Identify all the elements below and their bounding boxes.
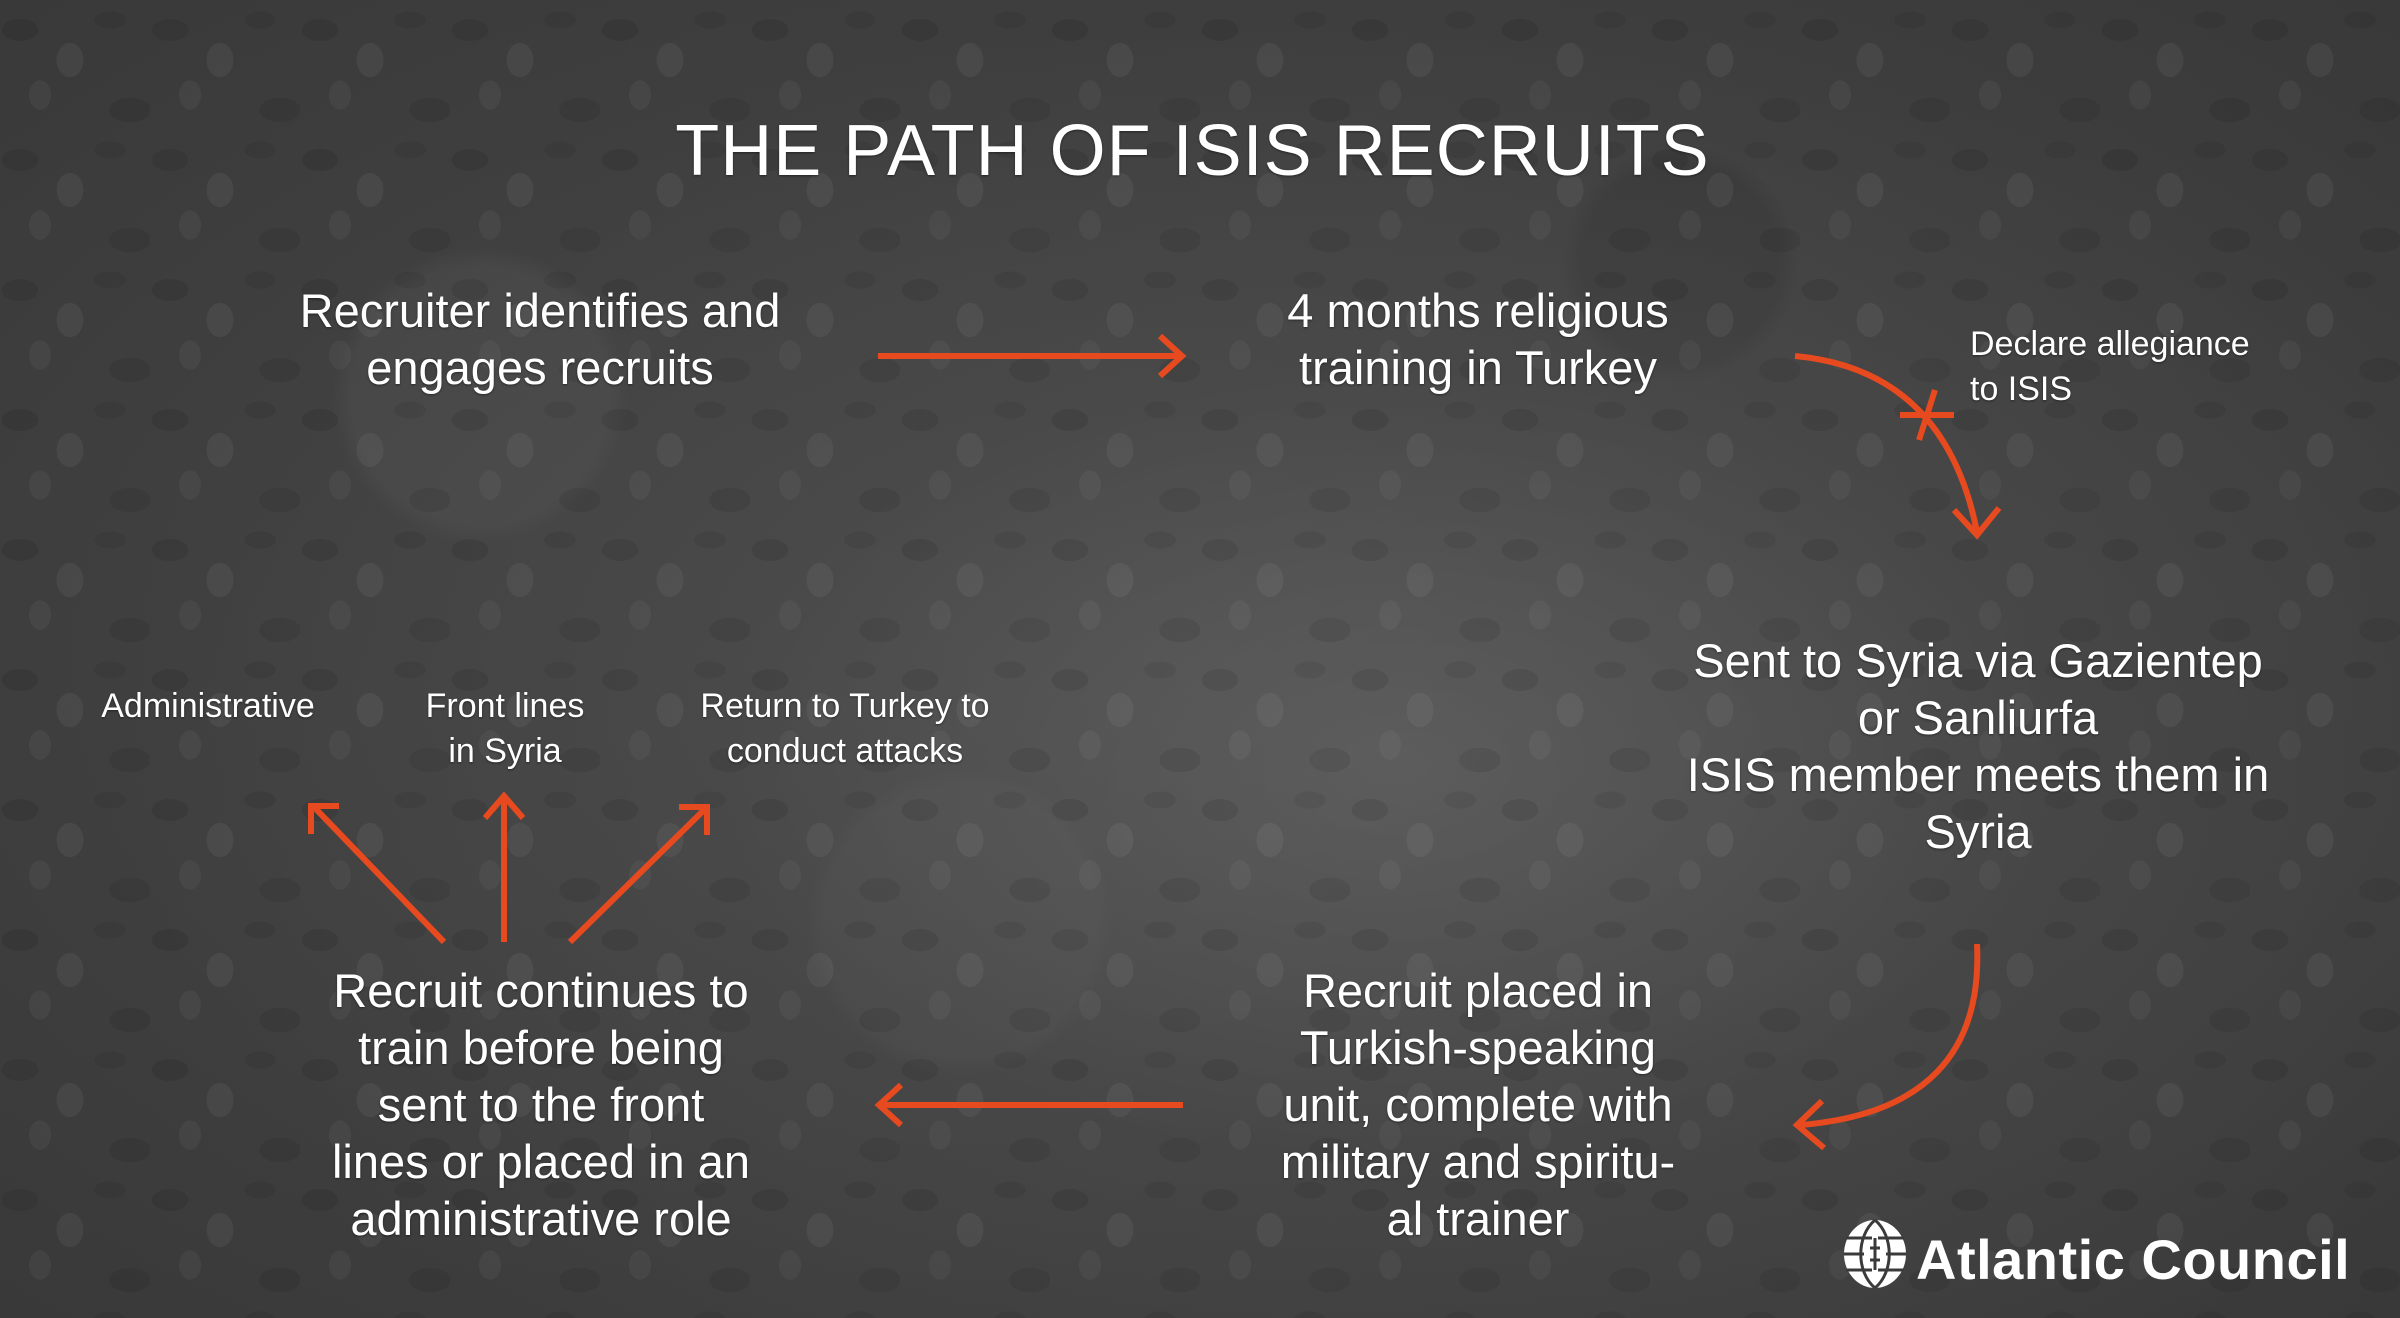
step-text-line: administrative role — [350, 1192, 732, 1245]
step-text-line: Sent to Syria via Gazientep — [1693, 634, 2263, 687]
step-training: 4 months religious training in Turkey — [1098, 282, 1858, 396]
step-text-line: ISIS member meets them in — [1686, 748, 2270, 801]
annotation-text-line: to ISIS — [1970, 370, 2073, 408]
arrow-right-icon — [878, 333, 1187, 379]
step-text-line: lines or placed in an — [331, 1135, 751, 1188]
step-placed-in-unit: Recruit placed in Turkish-speaking unit,… — [1098, 962, 1858, 1247]
step-text-line: unit, complete with — [1283, 1078, 1673, 1131]
globe-icon — [1844, 1218, 1906, 1290]
step-text-line: Recruiter identifies and — [299, 284, 781, 337]
page-title: THE PATH OF ISIS RECRUITS — [675, 111, 1710, 192]
outcome-text-line: conduct attacks — [726, 732, 964, 770]
step-text-line: train before being — [358, 1021, 724, 1074]
outcome-text-line: Front lines — [425, 687, 585, 725]
arrow-up-icon — [482, 791, 526, 942]
curved-arrow-down-icon — [1794, 353, 2002, 540]
allegiance-cross-icon — [1900, 389, 1954, 441]
step-text-line: or Sanliurfa — [1857, 691, 2099, 744]
step-text-line: Turkish-speaking — [1299, 1021, 1657, 1074]
step-recruiter: Recruiter identifies and engages recruit… — [160, 282, 920, 396]
step-sent-to-syria: Sent to Syria via Gazientep or Sanliurfa… — [1598, 632, 2358, 860]
outcome-text-line: Return to Turkey to — [700, 687, 990, 725]
step-continues-training: Recruit continues to train before being … — [161, 962, 921, 1247]
step-text-line: military and spiritu- — [1280, 1135, 1676, 1188]
outcome-return-to-turkey: Return to Turkey to conduct attacks — [645, 684, 1045, 774]
outcome-text-line: in Syria — [448, 732, 562, 770]
arrow-left-icon — [874, 1082, 1183, 1128]
annotation-text-line: Declare allegiance — [1970, 325, 2250, 363]
step-text-line: Recruit placed in — [1302, 964, 1654, 1017]
step-text-line: al trainer — [1386, 1192, 1570, 1245]
step-text-line: engages recruits — [366, 341, 714, 394]
outcome-text-line: Administrative — [101, 687, 315, 725]
outcome-administrative: Administrative — [58, 684, 358, 729]
atlantic-council-logo: Atlantic Council — [1842, 1210, 2350, 1290]
annotation-allegiance: Declare allegiance to ISIS — [1970, 322, 2250, 412]
arrow-up-left-icon — [308, 803, 447, 945]
step-text-line: 4 months religious — [1287, 284, 1669, 337]
step-text-line: Syria — [1924, 805, 2032, 858]
arrow-up-right-icon — [567, 804, 710, 945]
step-text-line: sent to the front — [377, 1078, 705, 1131]
step-text-line: training in Turkey — [1299, 341, 1657, 394]
step-text-line: Recruit continues to — [333, 964, 749, 1017]
curved-arrow-left-icon — [1792, 943, 1981, 1151]
outcome-front-lines: Front lines in Syria — [355, 684, 655, 774]
logo-text: Atlantic Council — [1916, 1228, 2351, 1291]
